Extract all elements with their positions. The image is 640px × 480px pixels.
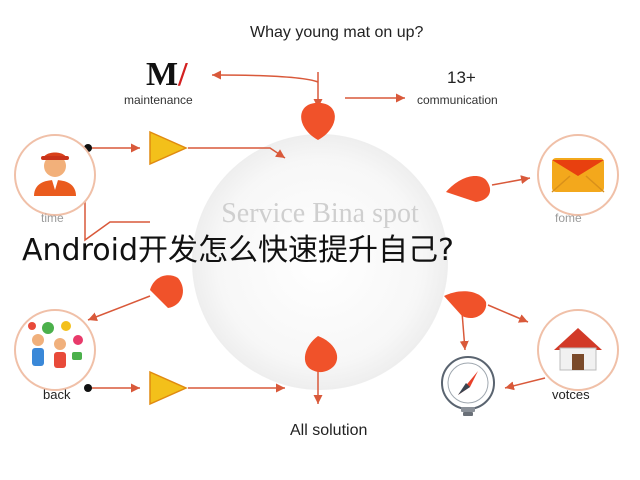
worker-avatar-icon — [14, 134, 96, 216]
play-bottom — [149, 370, 188, 406]
headline-overlay: Android开发怎么快速提升自己? — [22, 233, 454, 268]
teardrop-markers — [150, 102, 491, 373]
teardrop-left-lower — [150, 275, 183, 308]
teardrop-right-lower — [444, 291, 487, 319]
teardrop-top — [301, 102, 335, 140]
house-icon — [537, 309, 619, 391]
communication-label: communication — [417, 93, 498, 107]
votces-label: votces — [552, 387, 590, 402]
teardrop-bottom — [304, 336, 338, 373]
connector-dot — [84, 384, 92, 392]
people-chat-icon — [14, 309, 96, 391]
maintenance-label: maintenance — [124, 93, 193, 107]
connector-lines — [84, 70, 546, 404]
fome-label: fome — [555, 211, 582, 225]
m-logo-icon: M/ — [146, 56, 188, 93]
compass-lightbulb-icon — [441, 356, 495, 416]
envelope-icon — [537, 134, 619, 216]
center-label: Service Bina spot — [221, 198, 419, 229]
play-top — [149, 130, 188, 166]
all-solution-label: All solution — [290, 422, 368, 439]
teardrop-right-upper — [446, 176, 491, 202]
communication-count: 13+ — [447, 68, 476, 87]
time-label: time — [41, 211, 64, 225]
back-label: back — [43, 387, 71, 402]
play-markers — [149, 130, 188, 406]
top-question: Whay young mat on up? — [250, 24, 424, 41]
center-disc — [192, 134, 448, 390]
